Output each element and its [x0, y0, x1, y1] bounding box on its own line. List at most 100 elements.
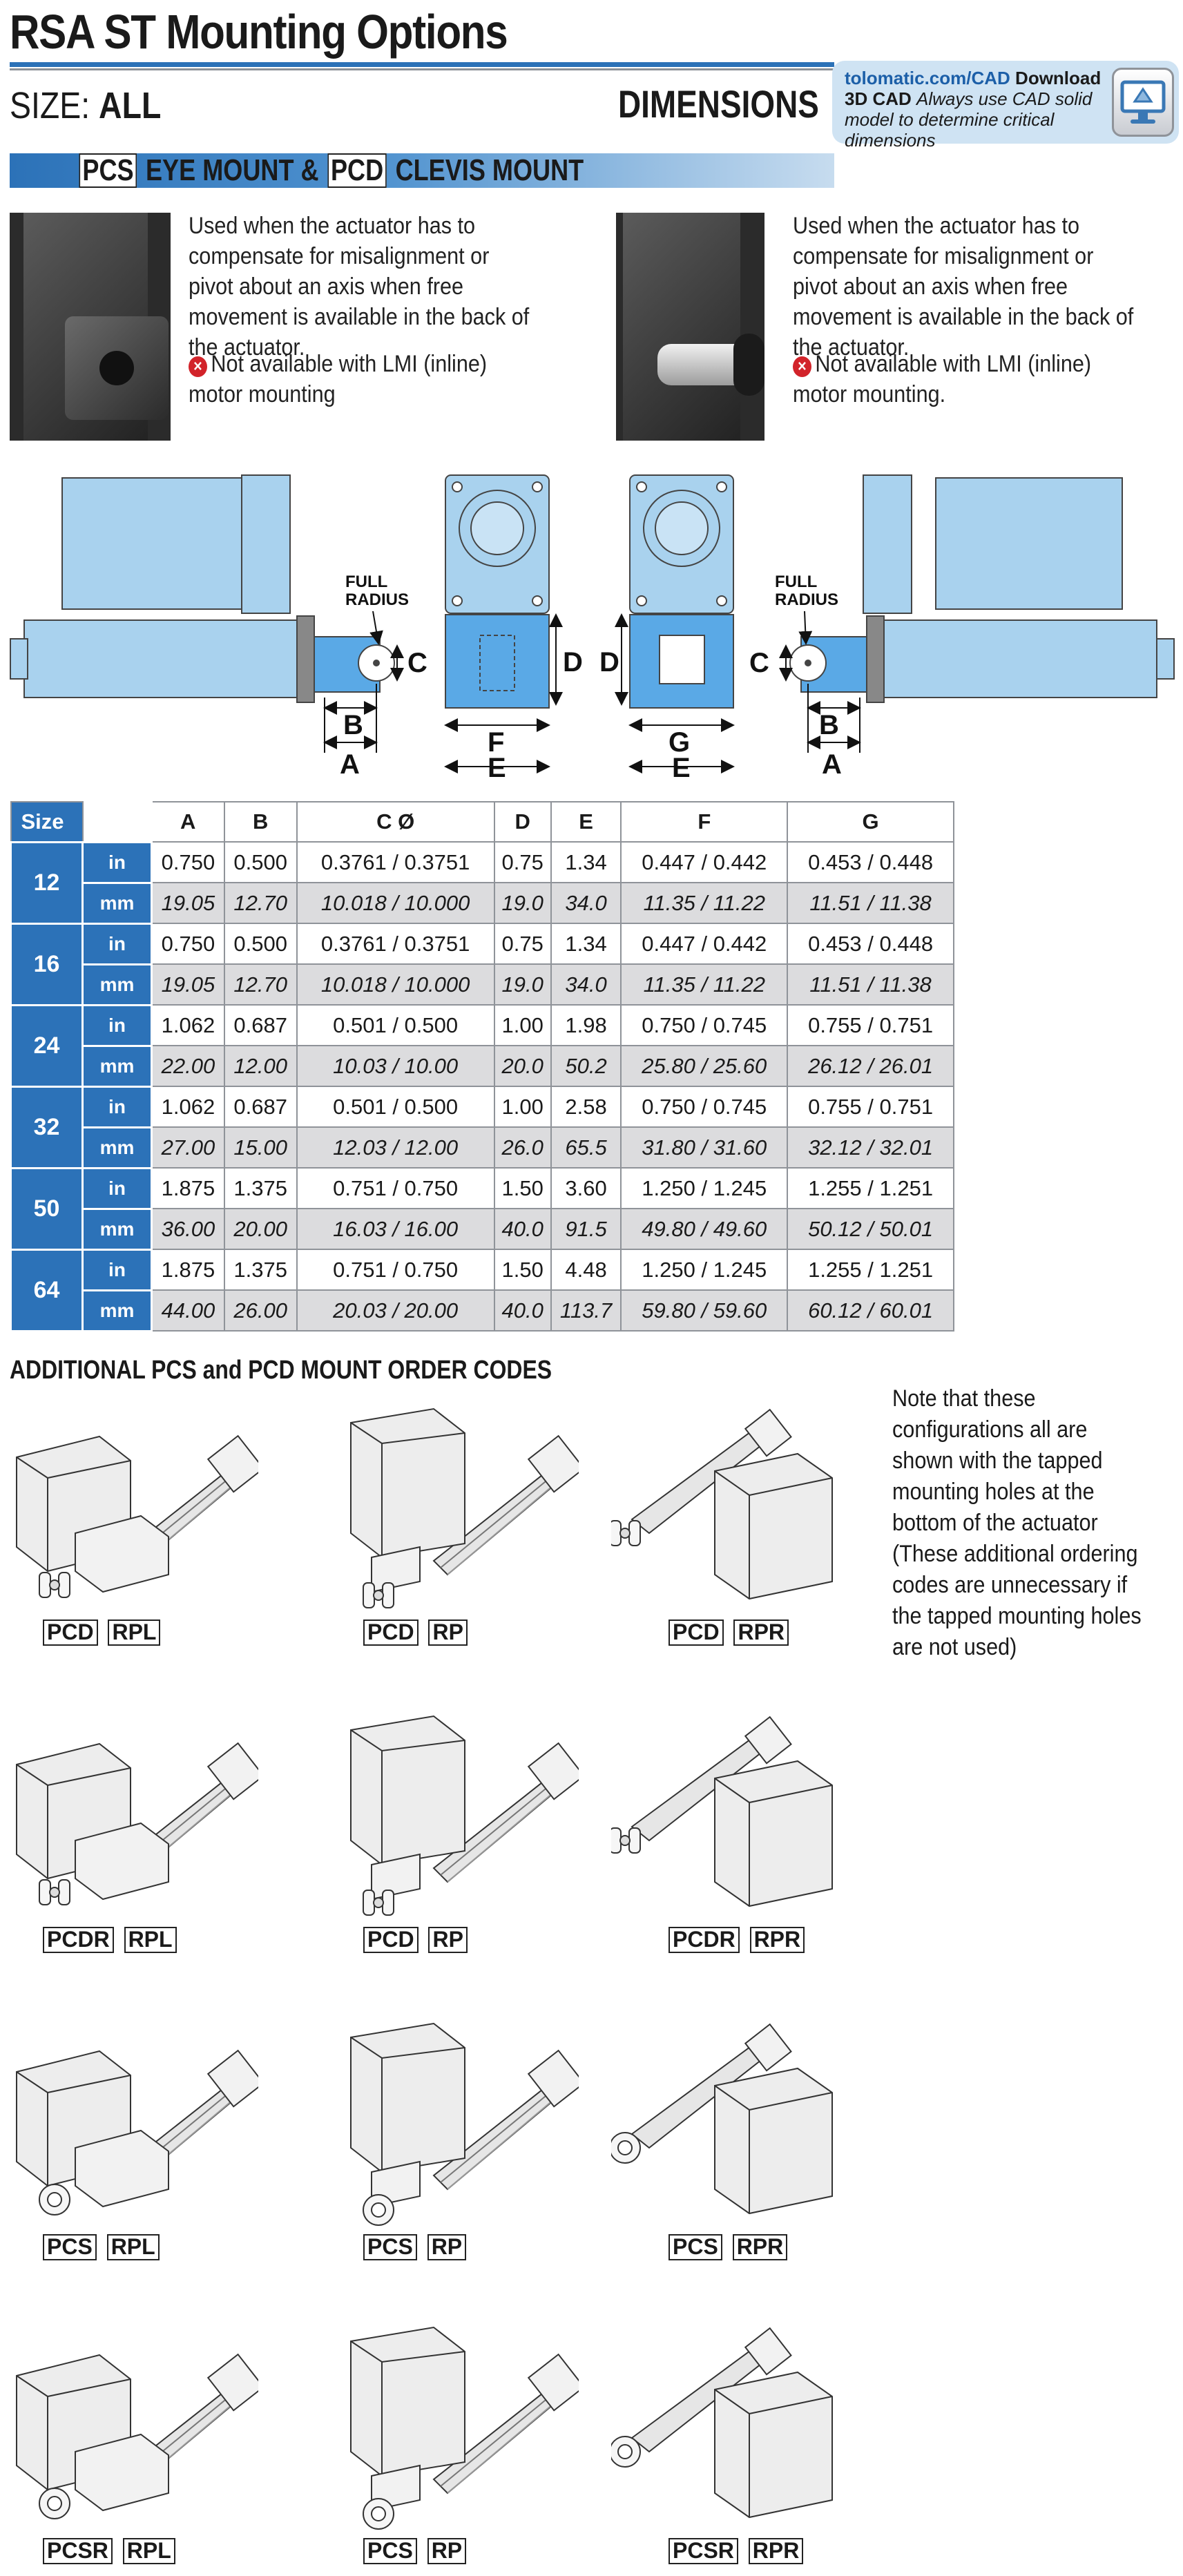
order-code-label: PCS RPL [41, 2234, 162, 2260]
clevis-mount-end-drawing [629, 474, 734, 709]
clevis-mount-warning: ×Not available with LMI (inline) motor m… [793, 351, 1092, 407]
value-cell-g: 1.255 / 1.251 [787, 1167, 954, 1209]
unit-cell: in [81, 1166, 153, 1210]
clevis-mount-side-drawing [789, 474, 1175, 703]
position-code: RP [427, 2234, 467, 2260]
header-b: B [223, 801, 298, 843]
header-g: G [787, 801, 954, 843]
value-cell-d: 20.0 [493, 1045, 552, 1087]
section-label-eye: EYE MOUNT [145, 153, 294, 187]
actuator-illustration [611, 1408, 833, 1600]
unit-cell: mm [81, 1126, 153, 1169]
order-code-item: PCSR RPR [611, 2320, 860, 2576]
value-cell-e: 1.98 [550, 1004, 622, 1046]
size-cell: 32 [10, 1085, 84, 1169]
eye-mount-end-drawing [445, 474, 550, 709]
value-cell-d: 19.0 [493, 882, 552, 924]
cad-link[interactable]: tolomatic.com/CAD [845, 68, 1010, 88]
size-prefix: SIZE: [10, 85, 90, 126]
header-c: C Ø [296, 801, 495, 843]
unit-cell: mm [81, 963, 153, 1006]
order-code-label: PCD RPR [666, 1619, 791, 1646]
header-unit [81, 801, 153, 843]
size-cell: 16 [10, 922, 84, 1006]
unit-cell: mm [81, 1207, 153, 1251]
page-title: RSA ST Mounting Options [10, 5, 508, 59]
size-cell: 50 [10, 1166, 84, 1251]
unit-cell: in [81, 1248, 153, 1291]
section-ampersand: & [300, 153, 319, 187]
unit-cell: in [81, 1085, 153, 1128]
unit-cell: in [81, 840, 153, 884]
mount-code: PCD [363, 1619, 419, 1646]
clevis-mount-end-dimensions [615, 613, 735, 773]
section-code-pcd: PCD [327, 153, 387, 189]
clevis-mount-side-dimensions [779, 611, 861, 753]
dim-label-e: E [488, 753, 506, 780]
title-rule-shadow [10, 68, 834, 70]
size-row: SIZE: ALL [10, 84, 161, 127]
order-code-label: PCSR RPR [666, 2538, 805, 2564]
value-cell-g: 11.51 / 11.38 [787, 963, 954, 1006]
value-cell-f: 0.750 / 0.745 [620, 1004, 789, 1046]
actuator-illustration [611, 2327, 833, 2519]
size-value: ALL [99, 85, 162, 126]
photo-body [623, 213, 740, 441]
order-code-item: PCDR RPR [611, 1709, 860, 1999]
position-code: RPL [106, 2234, 160, 2260]
value-cell-e: 2.58 [550, 1086, 622, 1128]
value-cell-a: 1.875 [151, 1167, 225, 1209]
dim-label-d: D [563, 647, 583, 677]
actuator-illustration [350, 2326, 579, 2530]
value-cell-f: 31.80 / 31.60 [620, 1126, 789, 1169]
value-cell-c: 12.03 / 12.00 [296, 1126, 495, 1169]
section-title: PCS EYE MOUNT & PCD CLEVIS MOUNT [77, 153, 584, 189]
section-code-pcs: PCS [79, 153, 137, 189]
value-cell-d: 1.50 [493, 1249, 552, 1291]
eye-mount-side-drawing [10, 474, 395, 703]
dim-label-b: B [343, 710, 363, 740]
dimensions-label: DIMENSIONS [618, 82, 819, 126]
position-code: RPL [124, 1927, 177, 1953]
value-cell-e: 65.5 [550, 1126, 622, 1169]
value-cell-b: 15.00 [223, 1126, 298, 1169]
computer-cad-icon[interactable] [1112, 68, 1174, 137]
value-cell-c: 16.03 / 16.00 [296, 1208, 495, 1250]
position-code: RP [427, 2538, 467, 2564]
order-code-label: PCD RP [361, 1619, 470, 1646]
value-cell-b: 0.500 [223, 923, 298, 965]
value-cell-d: 0.75 [493, 923, 552, 965]
order-code-label: PCDR RPL [41, 1927, 179, 1953]
dim-label-g: G [669, 727, 690, 758]
value-cell-f: 1.250 / 1.245 [620, 1167, 789, 1209]
value-cell-g: 60.12 / 60.01 [787, 1289, 954, 1332]
value-cell-e: 3.60 [550, 1167, 622, 1209]
value-cell-d: 26.0 [493, 1126, 552, 1169]
actuator-illustration [350, 1407, 579, 1608]
full-radius-label-right: FULL [775, 573, 817, 591]
title-rule [10, 62, 834, 67]
cad-note: Always use CAD solid model to determine … [845, 88, 1093, 151]
position-code: RPR [748, 2538, 804, 2564]
actuator-illustration [611, 1715, 833, 1907]
cad-download-box[interactable]: tolomatic.com/CAD Download 3D CAD Always… [832, 61, 1179, 151]
position-code: RP [428, 1927, 468, 1953]
actuator-illustration [16, 1742, 258, 1905]
value-cell-f: 0.447 / 0.442 [620, 923, 789, 965]
cad-text: tolomatic.com/CAD Download 3D CAD Always… [845, 68, 1107, 151]
order-code-item: PCD RPR [611, 1402, 860, 1692]
value-cell-f: 11.35 / 11.22 [620, 882, 789, 924]
value-cell-c: 0.3761 / 0.3751 [296, 923, 495, 965]
mount-code: PCSR [43, 2538, 113, 2564]
value-cell-c: 0.751 / 0.750 [296, 1249, 495, 1291]
mount-code: PCS [363, 2538, 417, 2564]
eye-mount-photo [10, 213, 171, 441]
order-code-label: PCS RP [361, 2234, 468, 2260]
order-code-item: PCD RP [330, 1709, 579, 1999]
full-radius-label-right-2: RADIUS [775, 590, 838, 609]
value-cell-a: 1.062 [151, 1004, 225, 1046]
value-cell-d: 0.75 [493, 841, 552, 883]
order-code-label: PCS RPR [666, 2234, 789, 2260]
value-cell-g: 0.453 / 0.448 [787, 841, 954, 883]
